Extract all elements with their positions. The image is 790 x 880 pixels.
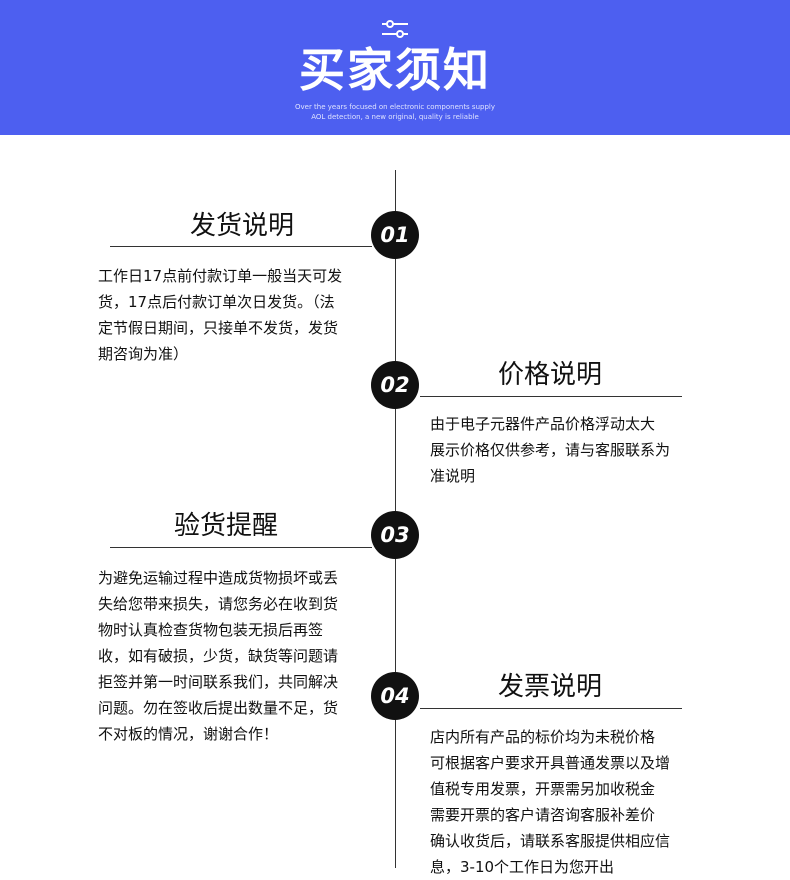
text-line: 工作日17点前付款订单一般当天可发: [98, 267, 343, 285]
section-number-badge: 01: [371, 211, 419, 259]
section-body-shipping: 工作日17点前付款订单一般当天可发 货，17点后付款订单次日发货。（法 定节假日…: [98, 263, 373, 367]
section-divider: [420, 708, 682, 709]
text-line: 失给您带来损失，请您务必在收到货: [98, 595, 339, 613]
text-line: 息，3-10个工作日为您开出: [430, 858, 615, 876]
text-line: 值税专用发票，开票需另加收税金: [430, 780, 656, 798]
banner-subtitle: Over the years focused on electronic com…: [0, 102, 790, 122]
section-body-invoice: 店内所有产品的标价均为未税价格 可根据客户要求开具普通发票以及增 值税专用发票，…: [430, 724, 715, 880]
page-title: 买家须知: [299, 43, 491, 97]
text-line: 可根据客户要求开具普通发票以及增: [430, 754, 671, 772]
text-line: 收，如有破损，少货，缺货等问题请: [98, 647, 339, 665]
text-line: 展示价格仅供参考，请与客服联系为: [430, 441, 671, 459]
section-divider: [420, 396, 682, 397]
banner-subtitle-line: AOL detection, a new original, quality i…: [311, 113, 479, 121]
text-line: 定节假日期间，只接单不发货，发货: [98, 319, 339, 337]
text-line: 由于电子元器件产品价格浮动太大: [430, 415, 656, 433]
text-line: 店内所有产品的标价均为未税价格: [430, 728, 656, 746]
text-line: 货，17点后付款订单次日发货。（法: [98, 293, 335, 311]
section-number-badge: 04: [371, 672, 419, 720]
section-number-badge: 02: [371, 361, 419, 409]
section-body-inspection: 为避免运输过程中造成货物损坏或丢 失给您带来损失，请您务必在收到货 物时认真检查…: [98, 565, 373, 747]
section-divider: [110, 246, 372, 247]
section-title-invoice: 发票说明: [497, 672, 602, 702]
section-body-price: 由于电子元器件产品价格浮动太大 展示价格仅供参考，请与客服联系为 准说明: [430, 411, 710, 489]
text-line: 为避免运输过程中造成货物损坏或丢: [98, 569, 339, 587]
section-title-shipping: 发货说明: [189, 211, 294, 241]
section-title-price: 价格说明: [497, 360, 602, 390]
text-line: 问题。勿在签收后提出数量不足，货: [98, 699, 339, 717]
banner-subtitle-line: Over the years focused on electronic com…: [294, 103, 495, 111]
text-line: 不对板的情况，谢谢合作！: [98, 725, 279, 743]
text-line: 期咨询为准）: [98, 345, 189, 363]
section-divider: [110, 547, 372, 548]
text-line: 准说明: [430, 467, 476, 485]
text-line: 确认收货后，请联系客服提供相应信: [430, 832, 671, 850]
header-banner: 买家须知 Over the years focused on electroni…: [0, 0, 790, 135]
text-line: 拒签并第一时间联系我们，共同解决: [98, 673, 339, 691]
text-line: 需要开票的客户请咨询客服补差价: [430, 806, 656, 824]
sliders-icon: [382, 20, 408, 38]
section-number-badge: 03: [371, 511, 419, 559]
section-title-inspection: 验货提醒: [173, 511, 278, 541]
text-line: 物时认真检查货物包装无损后再签: [98, 621, 324, 639]
